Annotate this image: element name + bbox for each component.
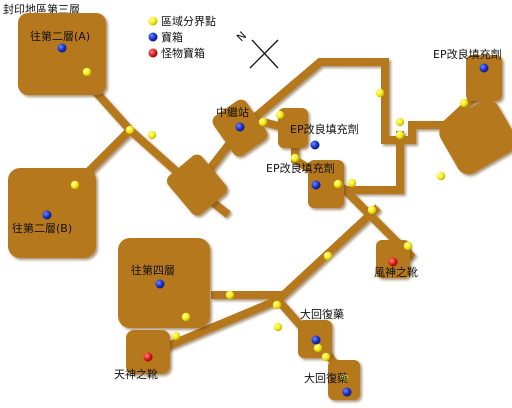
chest-icon[interactable] xyxy=(479,63,489,73)
boundary-point[interactable] xyxy=(290,153,300,163)
label-wind-god-boots: 風神之靴 xyxy=(374,265,418,279)
chest-icon[interactable] xyxy=(42,210,52,220)
compass-icon: N xyxy=(234,29,279,69)
boundary-point[interactable] xyxy=(225,290,235,300)
room-floor2-a xyxy=(18,13,106,95)
boundary-point[interactable] xyxy=(275,110,285,120)
boundary-point[interactable] xyxy=(181,312,191,322)
boundary-point[interactable] xyxy=(313,343,323,353)
chest-icon[interactable] xyxy=(310,140,320,150)
compass-north-label: N xyxy=(234,29,249,44)
chest-icon[interactable] xyxy=(155,279,165,289)
room-ep-3 xyxy=(466,55,502,101)
red-dot-icon xyxy=(148,48,158,58)
chest-icon[interactable] xyxy=(311,180,321,190)
monster-chests xyxy=(143,257,398,362)
legend-label-monster-chest: 怪物寶箱 xyxy=(161,46,205,60)
room-ep-1 xyxy=(278,108,308,148)
boundary-point[interactable] xyxy=(395,117,405,127)
yellow-dot-icon xyxy=(148,16,158,26)
boundary-point[interactable] xyxy=(273,322,283,332)
monster-chest-icon[interactable] xyxy=(143,352,153,362)
chest-icon[interactable] xyxy=(235,122,245,132)
legend-label-chest: 寶箱 xyxy=(161,30,183,44)
boundary-point[interactable] xyxy=(125,125,135,135)
label-ep-refill-3: EP改良填充劑 xyxy=(433,47,502,61)
boundary-point[interactable] xyxy=(403,241,413,251)
boundary-point[interactable] xyxy=(171,331,181,341)
boundary-point[interactable] xyxy=(82,67,92,77)
chest-icon[interactable] xyxy=(57,43,67,53)
boundary-point[interactable] xyxy=(375,88,385,98)
boundary-point[interactable] xyxy=(367,205,377,215)
boundary-point[interactable] xyxy=(436,171,446,181)
boundary-point[interactable] xyxy=(323,251,333,261)
room-ep-2 xyxy=(308,160,344,208)
room-sky-boots xyxy=(126,330,170,374)
label-ep-refill-2: EP改良填充劑 xyxy=(266,161,335,175)
room-junction xyxy=(166,154,228,216)
chests xyxy=(42,43,489,397)
legend-label-boundary: 區域分界點 xyxy=(161,15,216,28)
room-floor2-b xyxy=(8,168,96,258)
room-right-big xyxy=(439,99,512,175)
boundary-point[interactable] xyxy=(272,300,282,310)
label-relay-station: 中繼站 xyxy=(216,105,249,119)
boundary-point[interactable] xyxy=(395,130,405,140)
label-big-recovery-2: 大回復藥 xyxy=(304,371,348,385)
label-ep-refill-1: EP改良填充劑 xyxy=(290,122,359,136)
boundary-point[interactable] xyxy=(147,130,157,140)
legend: 區域分界點 寶箱 怪物寶箱 xyxy=(148,15,216,60)
chest-icon[interactable] xyxy=(342,387,352,397)
chest-icon[interactable] xyxy=(311,335,321,345)
boundary-point[interactable] xyxy=(347,178,357,188)
label-to-floor4: 往第四層 xyxy=(131,263,175,277)
boundary-point[interactable] xyxy=(333,179,343,189)
blue-dot-icon xyxy=(148,32,158,42)
label-big-recovery-1: 大回復藥 xyxy=(300,307,344,321)
labels: 往第二層(A) 往第二層(B) 中繼站 EP改良填充劑 EP改良填充劑 EP改良… xyxy=(12,29,502,385)
boundary-points xyxy=(70,67,469,383)
boundary-point[interactable] xyxy=(258,117,268,127)
label-to-floor2-a: 往第二層(A) xyxy=(30,29,90,43)
boundary-point[interactable] xyxy=(459,98,469,108)
map-title: 封印地區第三層 xyxy=(3,2,80,16)
label-to-floor2-b: 往第二層(B) xyxy=(12,221,72,235)
boundary-point[interactable] xyxy=(339,373,349,383)
monster-chest-icon[interactable] xyxy=(388,257,398,267)
boundary-point[interactable] xyxy=(70,180,80,190)
boundary-point[interactable] xyxy=(321,352,331,362)
label-sky-god-boots: 天神之靴 xyxy=(114,367,158,381)
